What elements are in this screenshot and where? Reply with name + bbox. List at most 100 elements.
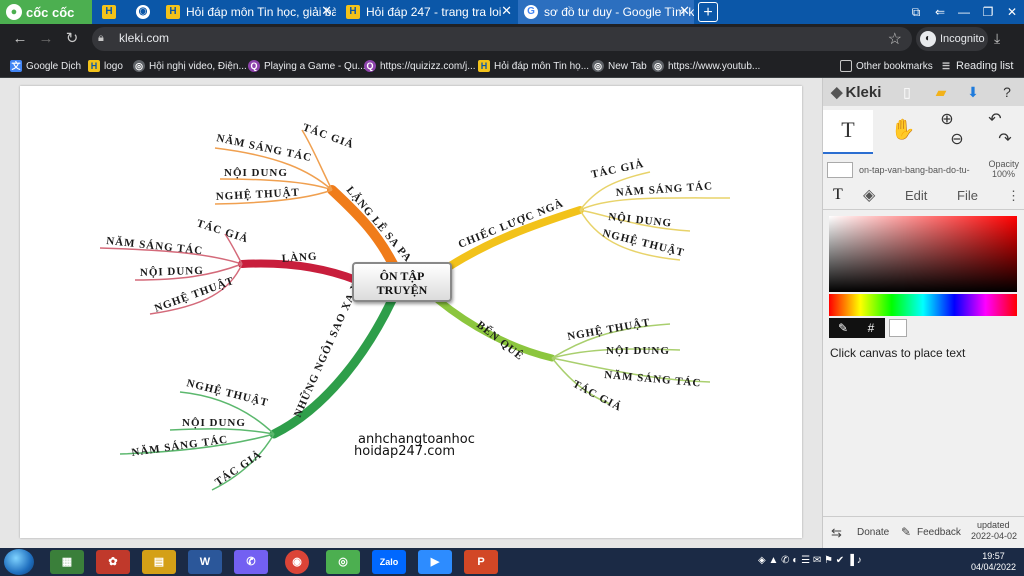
kleki-logo[interactable]: ◆ Kleki — [831, 83, 881, 102]
zoom-icon[interactable]: ▶ — [418, 550, 452, 574]
tray-icons[interactable]: ◈ ▲ ✆ ◐ ☰ ✉ ⚑ ✔ ▐ ♪ — [758, 555, 862, 566]
tab-3[interactable]: H Hỏi đáp 247 - trang tra loi ✕ — [340, 0, 516, 24]
clock[interactable]: 19:57 04/04/2022 — [971, 551, 1016, 573]
new-tab-button[interactable]: + — [698, 2, 718, 22]
address-bar[interactable]: 🔒︎ kleki.com ☆ — [92, 27, 912, 51]
tab-title: sơ đồ tư duy - Google Tìm k — [544, 5, 694, 19]
feedback-link[interactable]: Feedback — [917, 527, 961, 538]
zoom-in-icon[interactable]: ⊕ — [940, 111, 954, 128]
tab-0[interactable]: H — [96, 0, 126, 24]
filename[interactable]: on-tap-van-bang-ban-do-tu- — [859, 165, 970, 175]
eyedropper-icon[interactable]: ✎ — [829, 318, 857, 338]
bookmark-item[interactable]: Q Playing a Game - Qu... — [248, 58, 366, 74]
close-window-button[interactable]: ✕ — [1006, 5, 1018, 19]
opacity-value[interactable]: 100% — [991, 169, 1015, 179]
color-buttons: ✎ # — [829, 318, 885, 338]
other-bookmarks[interactable]: Other bookmarks — [840, 58, 933, 74]
word-icon[interactable]: W — [188, 550, 222, 574]
incognito-indicator[interactable]: ◐ Incognito — [916, 27, 988, 51]
current-color-swatch[interactable] — [889, 319, 907, 337]
feedback-icon: ✎ — [901, 525, 912, 539]
bookmark-item[interactable]: ◎ Hội nghị video, Điện... — [133, 58, 247, 74]
bookmark-item[interactable]: ◎ New Tab — [592, 58, 647, 74]
bookmark-item[interactable]: Q https://quizizz.com/j... — [364, 58, 476, 74]
bookmark-item[interactable]: 文 Google Dịch — [10, 58, 81, 74]
bookmark-star-icon[interactable]: ☆ — [887, 31, 902, 48]
window-controls: ⧉ ⇐ — ❐ ✕ — [904, 0, 1024, 24]
coccoc-brand[interactable]: ● cốc cốc — [0, 0, 92, 24]
redo-icon[interactable]: ↷ — [998, 131, 1012, 148]
minimize-button[interactable]: — — [958, 5, 970, 19]
download-icon[interactable]: ⬇ — [967, 84, 979, 100]
tab-text[interactable]: T — [833, 186, 843, 203]
forward-button[interactable]: → — [38, 30, 54, 47]
hand-tool-icon[interactable]: ✋ — [890, 119, 916, 141]
color-picker-field[interactable] — [829, 216, 1017, 292]
tab-1[interactable]: ◉ — [130, 0, 158, 24]
watermark-line-2: hoidap247.com — [354, 444, 455, 459]
quizizz-icon: Q — [364, 60, 376, 72]
download-icon[interactable]: ⤓ — [994, 30, 1001, 46]
tab-edit[interactable]: Edit — [905, 188, 928, 203]
drawing-canvas[interactable]: LẶNG LẼ SA PA TÁC GIẢ NĂM SÁNG TÁC NỘI D… — [20, 86, 802, 538]
panel-tabs: T ◈ Edit File ⋮ — [823, 184, 1024, 210]
bookmark-item[interactable]: H Hỏi đáp môn Tin họ... — [478, 58, 589, 74]
tab-4[interactable]: G sơ đồ tư duy - Google Tìm k ✕ — [518, 0, 694, 24]
powerpoint-icon[interactable]: P — [464, 550, 498, 574]
branch-ben-que: BẾN QUÊ NGHỆ THUẬT NỘI DUNG NĂM SÁNG TÁC… — [434, 296, 711, 414]
kleki-canvas-area: LẶNG LẼ SA PA TÁC GIẢ NĂM SÁNG TÁC NỘI D… — [0, 78, 822, 548]
windows-taskbar: ▦ ✿ ▤ W ✆ ◉ ◎ Zalo ▶ P ◈ ▲ ✆ ◐ ☰ ✉ ⚑ ✔ ▐… — [0, 548, 1024, 576]
chrome-icon[interactable]: ◉ — [285, 550, 309, 574]
open-folder-icon[interactable]: ▰ — [935, 84, 947, 100]
hoidap-favicon-icon: H — [102, 5, 116, 19]
undo-icon[interactable]: ↶ — [988, 111, 1002, 128]
coccoc-logo-icon: ● — [6, 4, 22, 20]
explorer-icon[interactable]: ▦ — [50, 550, 84, 574]
canvas-thumbnail[interactable] — [827, 162, 853, 178]
maximize-button[interactable]: ❐ — [982, 5, 994, 19]
paint-icon[interactable]: ✿ — [96, 550, 130, 574]
folder-icon — [840, 60, 852, 72]
tab-2[interactable]: H Hỏi đáp môn Tin học, giải bà ✕ — [160, 0, 336, 24]
text-tool-button[interactable]: T — [823, 110, 873, 154]
start-button[interactable] — [4, 549, 34, 575]
panel-footer: ⇆ Donate ✎ Feedback updated 2022-04-02 — [823, 516, 1024, 548]
help-icon[interactable]: ? — [1003, 84, 1011, 100]
bookmark-item[interactable]: ◎ https://www.youtub... — [652, 58, 760, 74]
zoom-controls: ⊕ ⊖ — [927, 110, 967, 154]
child-label: NỘI DUNG — [224, 166, 288, 179]
child-label: NỘI DUNG — [182, 416, 246, 429]
child-label: TÁC GIẢ — [571, 378, 624, 414]
hue-slider[interactable] — [829, 294, 1017, 316]
history-controls: ↶ ↷ — [975, 110, 1015, 154]
updated-date: 2022-04-02 — [971, 531, 1018, 541]
hex-input-icon[interactable]: # — [857, 318, 885, 338]
coccoc-icon[interactable]: ◎ — [326, 550, 360, 574]
tool-row: T ✋ ⊕ ⊖ ↶ ↷ — [823, 110, 1024, 154]
tab-title: Hỏi đáp môn Tin học, giải bà — [186, 5, 336, 19]
reload-button[interactable]: ↻ — [65, 30, 79, 47]
globe-icon: ◎ — [652, 60, 664, 72]
branch-label: LÀNG — [281, 251, 318, 265]
new-file-icon[interactable]: ▯ — [903, 84, 911, 100]
close-tab-icon[interactable]: ✕ — [679, 3, 690, 18]
file-manager-icon[interactable]: ▤ — [142, 550, 176, 574]
clock-time: 19:57 — [982, 551, 1005, 561]
screenshot-icon[interactable]: ⧉ — [911, 5, 921, 19]
zalo-icon[interactable]: Zalo — [372, 550, 406, 574]
url-text[interactable]: kleki.com — [119, 31, 170, 45]
swap-icon[interactable]: ⇆ — [831, 525, 842, 540]
donate-link[interactable]: Donate — [857, 527, 890, 538]
more-options-icon[interactable]: ⋮ — [1007, 188, 1020, 203]
reading-list[interactable]: ☰ Reading list — [940, 58, 1014, 74]
back-arrow-icon[interactable]: ⇐ — [934, 5, 946, 19]
bookmark-item[interactable]: H logo — [88, 58, 123, 74]
zoom-out-icon[interactable]: ⊖ — [950, 131, 964, 148]
back-button[interactable]: ← — [12, 30, 28, 47]
bookmark-label: Hỏi đáp môn Tin họ... — [494, 60, 590, 72]
tab-file[interactable]: File — [957, 188, 978, 203]
layers-icon[interactable]: ◈ — [863, 187, 876, 204]
viber-icon[interactable]: ✆ — [234, 550, 268, 574]
close-tab-icon[interactable]: ✕ — [501, 3, 512, 18]
close-tab-icon[interactable]: ✕ — [321, 3, 332, 18]
